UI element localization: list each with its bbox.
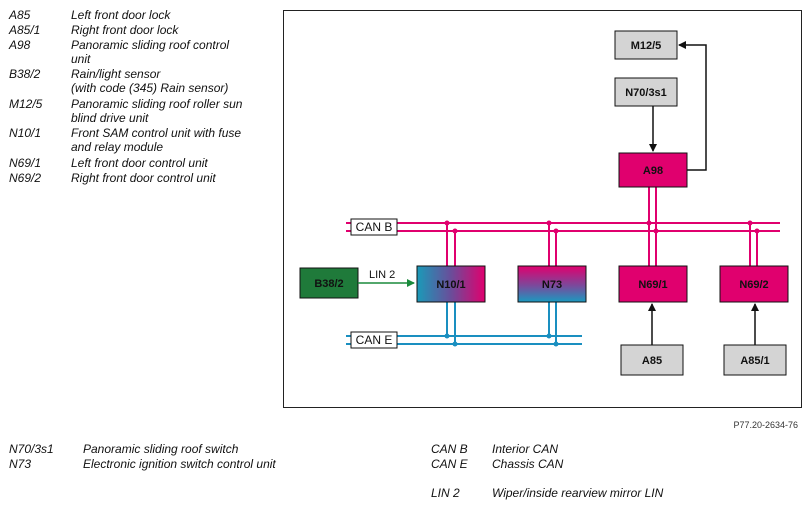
can-e-label: CAN E (350, 331, 398, 349)
legend-desc: (with code (345) Rain sensor) (71, 81, 229, 95)
box-n69-1-label: N69/1 (638, 279, 667, 291)
diagram-frame: CAN B CAN E M12/5 N70/3s1 A98 B38/2 (283, 10, 802, 408)
legend-desc: Left front door lock (71, 8, 171, 22)
box-n10-1: N10/1 (416, 265, 486, 303)
legend-desc: Electronic ignition switch control unit (83, 457, 276, 471)
arrow-a98-to-m12-5 (678, 41, 707, 171)
legend-code: LIN 2 (431, 486, 460, 500)
legend-desc: Right front door control unit (71, 171, 216, 185)
can-e-text: CAN E (356, 333, 393, 347)
box-n69-1: N69/1 (618, 265, 688, 303)
can-b-bus (346, 187, 780, 266)
box-a85-label: A85 (642, 355, 662, 367)
legend-desc: Panoramic sliding roof roller sun (71, 97, 243, 111)
legend-desc: Right front door lock (71, 23, 179, 37)
legend-desc: unit (71, 52, 91, 66)
legend-code: M12/5 (9, 97, 43, 111)
legend-desc: Front SAM control unit with fuse (71, 126, 242, 140)
reference-code: P77.20-2634-76 (733, 420, 798, 430)
legend-code: A98 (9, 38, 31, 52)
network-diagram: CAN B CAN E M12/5 N70/3s1 A98 B38/2 (299, 30, 789, 376)
legend-desc: Panoramic sliding roof control (71, 38, 230, 52)
box-n10-1-label: N10/1 (436, 279, 465, 291)
box-m12-5-label: M12/5 (631, 40, 662, 52)
box-n70-3s1-label: N70/3s1 (625, 87, 667, 99)
box-m12-5: M12/5 (614, 30, 678, 60)
lin2-text: LIN 2 (369, 269, 395, 281)
box-b38-2: B38/2 (299, 267, 359, 299)
legend-desc: Chassis CAN (492, 457, 564, 471)
box-a98-label: A98 (643, 165, 663, 177)
legend-desc: Wiper/inside rearview mirror LIN (492, 486, 664, 500)
legend-code: CAN E (431, 457, 468, 471)
box-n69-2-label: N69/2 (739, 279, 768, 291)
legend-desc: Left front door control unit (71, 156, 208, 170)
legend-code: A85 (9, 8, 31, 22)
box-a98: A98 (618, 152, 688, 188)
legend-code: N69/2 (9, 171, 42, 185)
legend-desc: Interior CAN (492, 442, 559, 456)
legend-code: CAN B (431, 442, 468, 456)
legend-bottom-left: N70/3s1 Panoramic sliding roof switch N73… (9, 442, 399, 482)
box-n73: N73 (517, 265, 587, 303)
box-n70-3s1: N70/3s1 (614, 77, 678, 107)
box-a85: A85 (620, 344, 684, 376)
legend-code: B38/2 (9, 67, 41, 81)
legend-code: N73 (9, 457, 32, 471)
box-n69-2: N69/2 (719, 265, 789, 303)
legend-code: N69/1 (9, 156, 42, 170)
legend-desc: blind drive unit (71, 111, 149, 125)
legend-desc: and relay module (71, 140, 164, 154)
legend-code: A85/1 (9, 23, 41, 37)
legend-desc: Rain/light sensor (71, 67, 161, 81)
can-b-text: CAN B (356, 220, 393, 234)
legend-code: N10/1 (9, 126, 42, 140)
legend-bottom-right: CAN B Interior CAN CAN E Chassis CAN LIN 2… (431, 442, 801, 504)
box-b38-2-label: B38/2 (314, 278, 343, 290)
box-a85-1: A85/1 (723, 344, 787, 376)
box-a85-1-label: A85/1 (740, 355, 769, 367)
box-n73-label: N73 (542, 279, 562, 291)
can-b-label: CAN B (350, 218, 398, 236)
legend-desc: Panoramic sliding roof switch (83, 442, 239, 456)
legend-code: N70/3s1 (9, 442, 54, 456)
